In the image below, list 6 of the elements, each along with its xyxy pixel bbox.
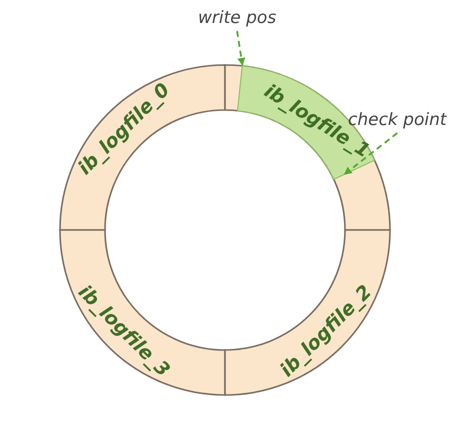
leader-arrow	[344, 132, 398, 175]
callout-label: write pos	[198, 8, 276, 28]
ring-segment	[60, 230, 225, 395]
ring-segment	[60, 65, 225, 230]
leader-arrow	[236, 30, 246, 66]
ring-segment	[225, 230, 390, 395]
